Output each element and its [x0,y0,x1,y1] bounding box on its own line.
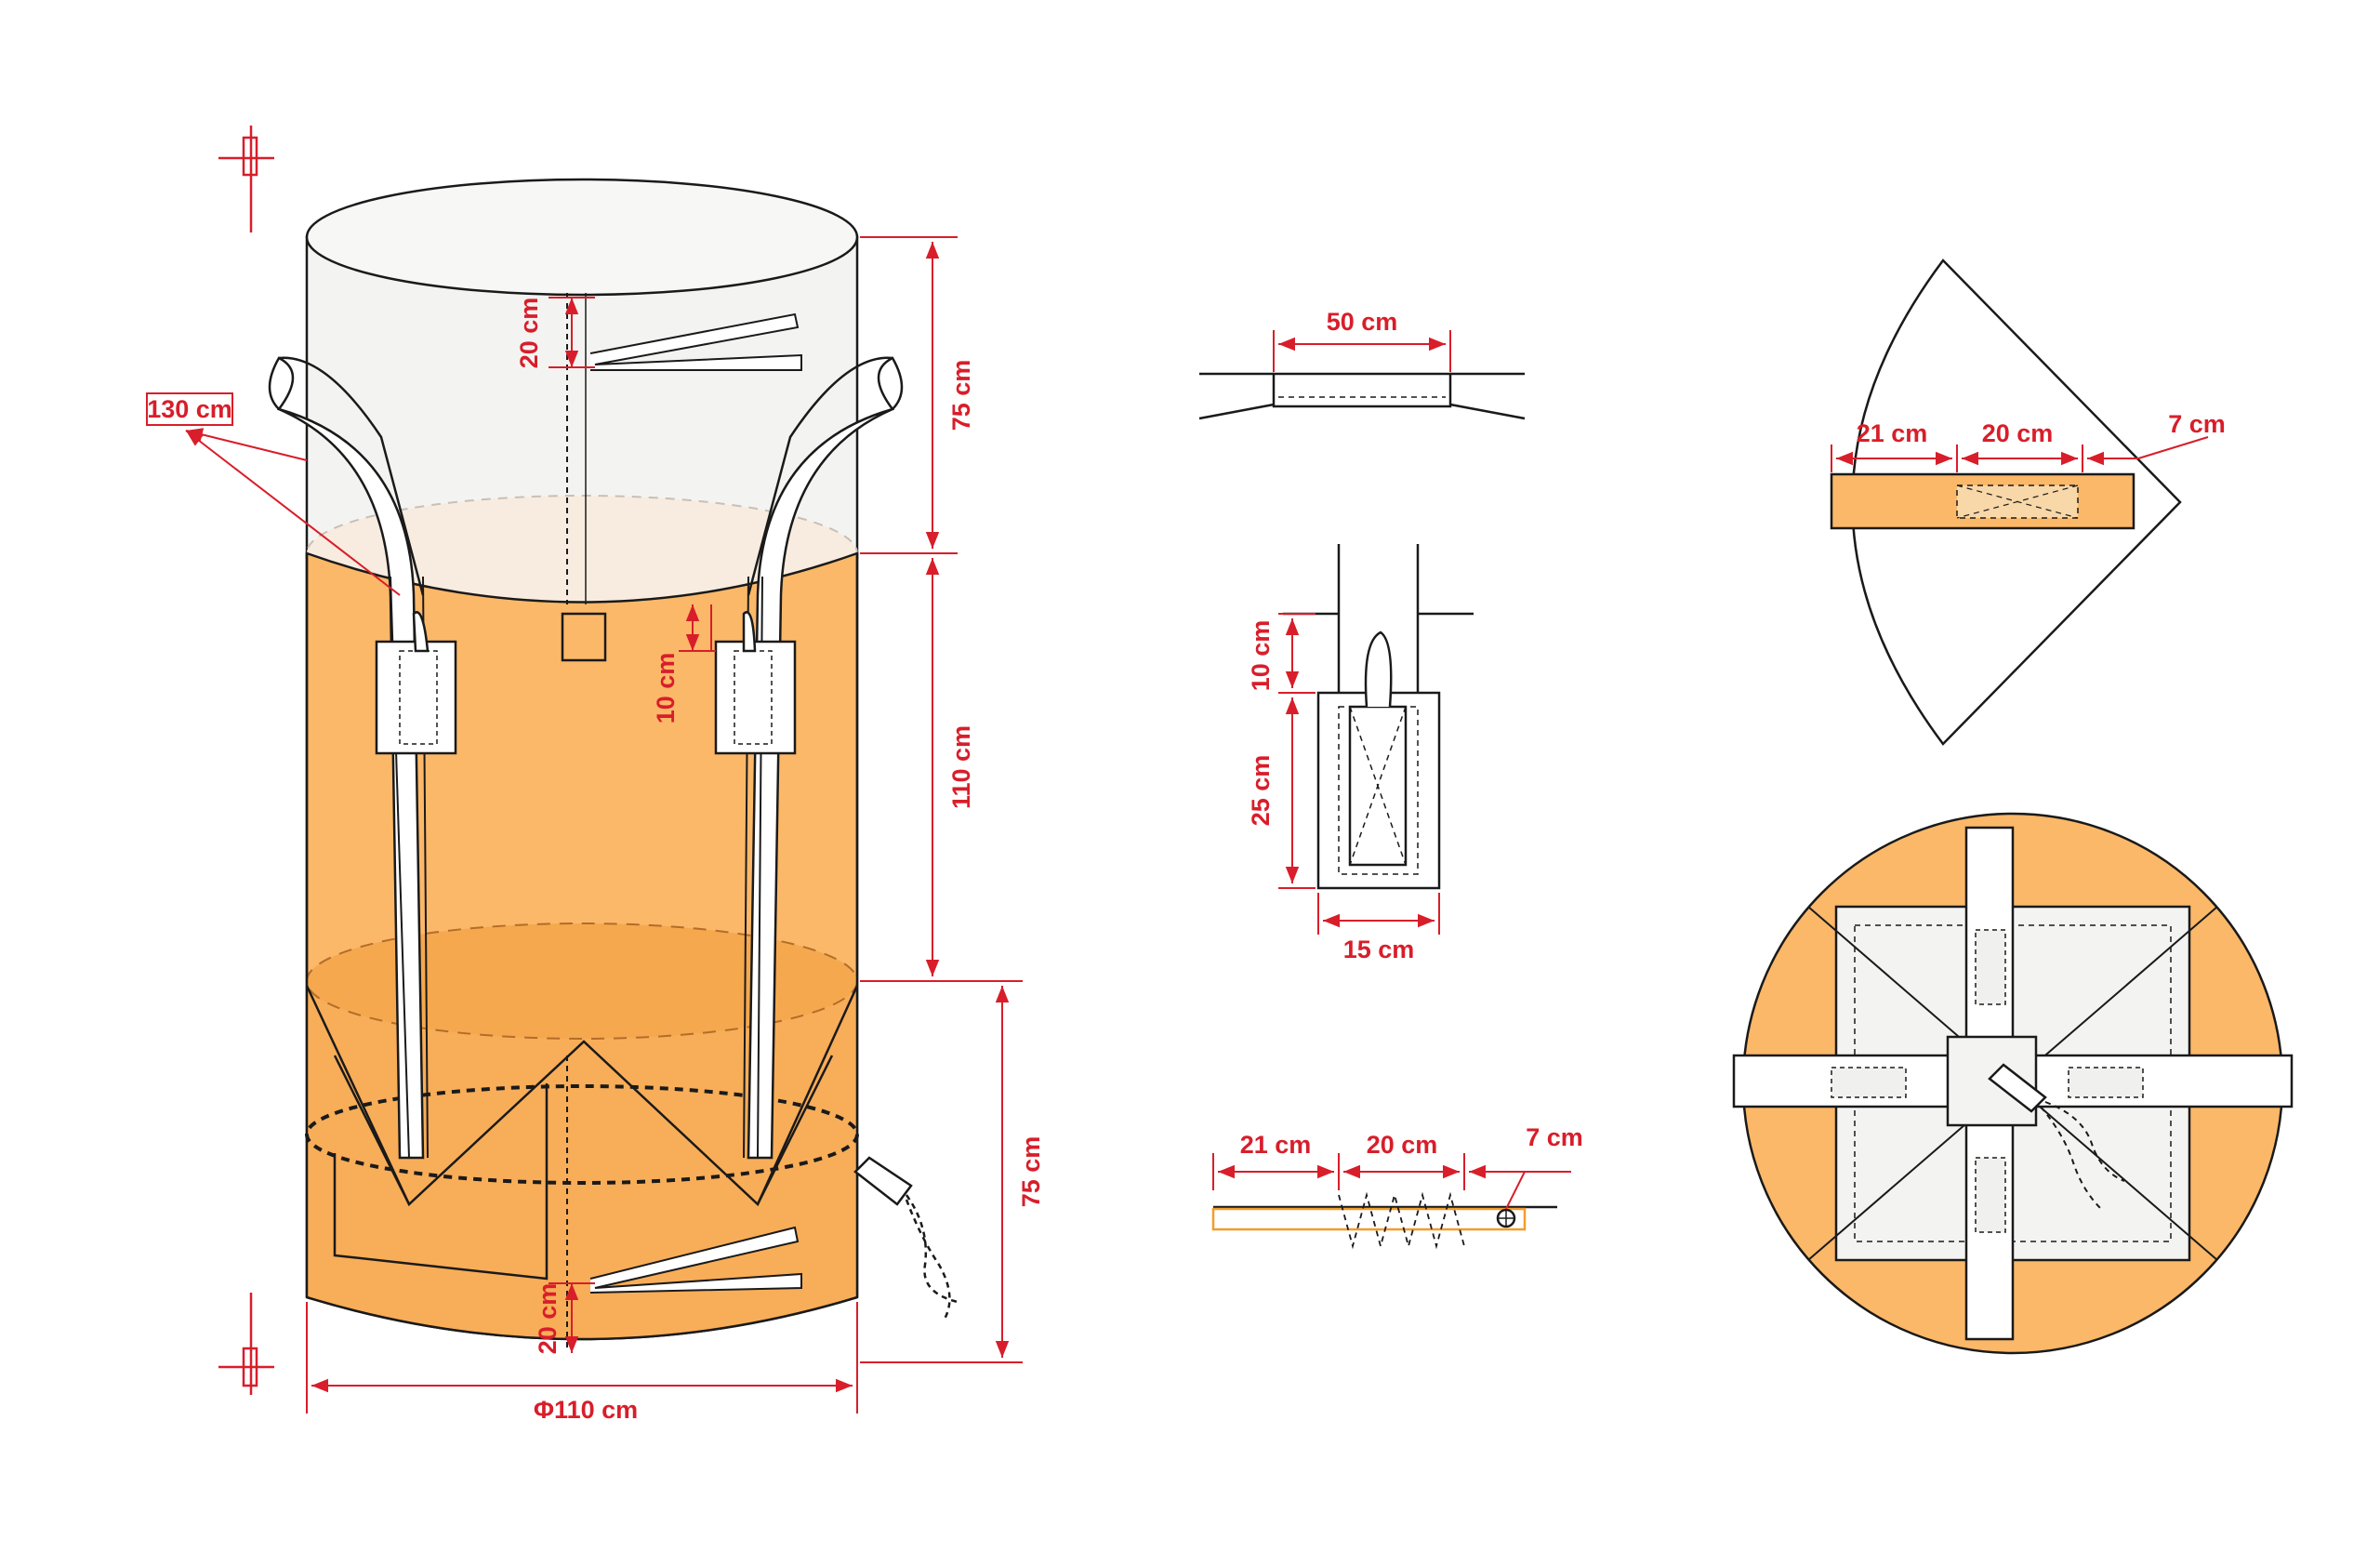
loop-detail-top [1198,330,1526,420]
right-loop [747,356,904,1160]
label-corner-a: 21 cm [1857,419,1928,447]
top-opening [305,178,859,297]
label-bottom-height: 75 cm [1017,1136,1045,1208]
label-loop-height: 130 cm [147,395,232,423]
label-top-skirt-height: 75 cm [947,360,975,431]
bottom-tie-icon [589,1226,802,1294]
left-loop [268,356,425,1160]
label-side-length: 25 cm [1247,755,1275,827]
main-dimensions [146,236,1023,1414]
label-pocket [561,612,607,662]
label-bottom-a: 21 cm [1240,1131,1312,1159]
top-view [1732,812,2294,1355]
label-corner-b: 20 cm [1982,419,2054,447]
label-loop-width: 50 cm [1327,308,1398,336]
label-diameter: Φ110 cm [534,1396,638,1424]
label-side-gap: 10 cm [1247,620,1275,692]
label-corner-c: 7 cm [2168,410,2226,438]
corner-detail [1830,259,2209,746]
drawstring-tie-icon [853,1156,959,1321]
top-tie-icon [589,312,802,371]
label-bottom-spout-height: 20 cm [534,1283,562,1355]
loop-detail-side [1278,544,1474,935]
label-loop-offset: 10 cm [652,653,680,724]
label-bottom-b: 20 cm [1367,1131,1438,1159]
label-top-spout-height: 20 cm [515,298,543,369]
label-bottom-c: 7 cm [1526,1123,1583,1151]
label-body-height: 110 cm [947,725,975,809]
label-side-width: 15 cm [1343,936,1415,963]
bottom-flap [333,1083,549,1281]
bottom-cone-lines [305,985,859,1207]
loop-detail-bottom [1211,1153,1571,1250]
lifting-loops [268,356,904,1160]
section-marker-icon [218,126,274,1395]
